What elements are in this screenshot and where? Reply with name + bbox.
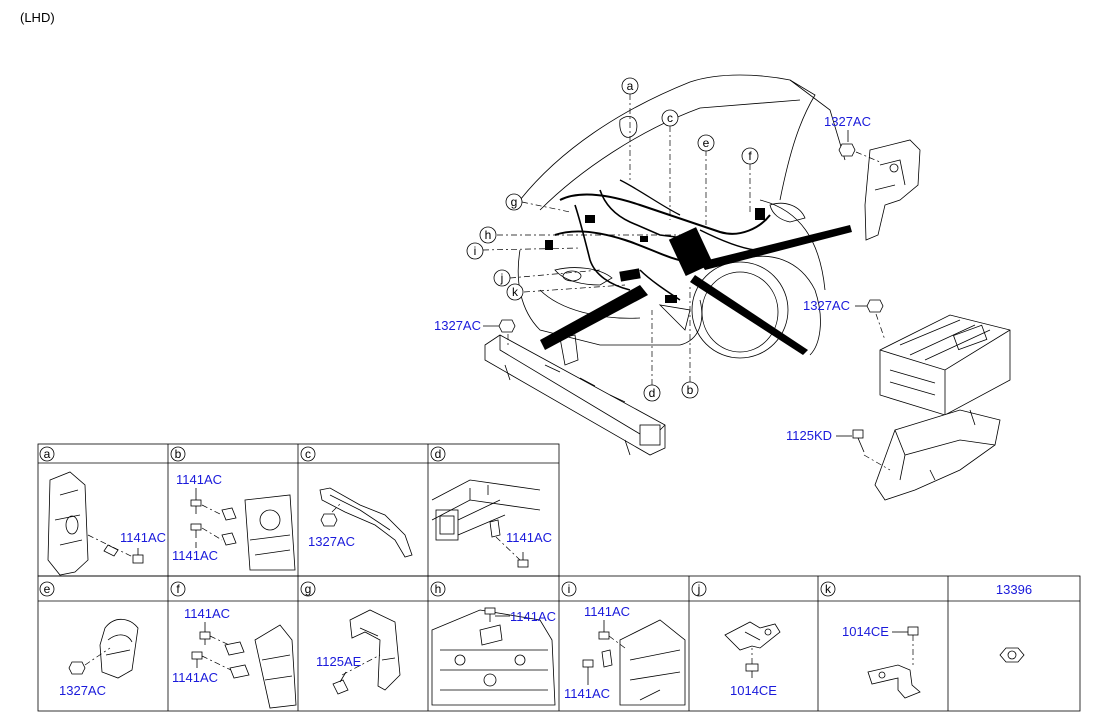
detail-e: 1327AC [59, 618, 139, 698]
detail-g: 1125AE [316, 609, 401, 695]
detail-f: 1141AC 1141AC [172, 606, 297, 709]
detail-h: 1141AC [431, 607, 556, 706]
svg-text:1327AC: 1327AC [803, 298, 850, 313]
svg-text:1327AC: 1327AC [434, 318, 481, 333]
svg-text:1327AC: 1327AC [59, 683, 106, 698]
svg-text:g: g [305, 582, 312, 596]
variant-label: (LHD) [20, 10, 55, 25]
svg-text:k: k [825, 582, 832, 596]
svg-text:k: k [512, 285, 519, 299]
detail-13396 [999, 647, 1025, 663]
svg-text:h: h [485, 228, 492, 242]
detail-j: 1014CE [724, 621, 781, 698]
svg-text:a: a [44, 447, 51, 461]
svg-text:1327AC: 1327AC [824, 114, 871, 129]
detail-k: 1014CE [842, 624, 921, 699]
svg-text:f: f [748, 149, 752, 163]
nut-1327AC-left: 1327AC [434, 318, 516, 345]
callout-circles: a c e f g h i j k d b [466, 77, 759, 402]
nut-1327AC-junction: 1327AC [803, 298, 886, 341]
bolt-1125KD: 1125KD [786, 428, 891, 471]
svg-text:1141AC: 1141AC [510, 609, 556, 624]
callout-leaders [482, 94, 751, 385]
svg-text:e: e [703, 136, 710, 150]
grid-headers-row2: e f g h i j k 13396 [39, 581, 1032, 597]
svg-text:g: g [511, 195, 518, 209]
svg-text:1141AC: 1141AC [120, 530, 166, 545]
svg-text:i: i [474, 244, 477, 258]
svg-text:b: b [687, 383, 694, 397]
svg-text:j: j [697, 582, 701, 596]
top-right-bracket [864, 139, 921, 241]
svg-text:c: c [305, 447, 311, 461]
svg-text:a: a [627, 79, 634, 93]
vehicle-illustration [517, 74, 846, 359]
svg-text:j: j [500, 271, 504, 285]
svg-text:c: c [667, 111, 673, 125]
svg-text:1141AC: 1141AC [564, 686, 610, 701]
front-crossmember [484, 334, 666, 456]
svg-text:e: e [44, 582, 51, 596]
svg-text:1141AC: 1141AC [184, 606, 230, 621]
svg-text:b: b [175, 447, 182, 461]
svg-text:d: d [649, 386, 656, 400]
svg-text:1141AC: 1141AC [172, 670, 218, 685]
lower-tray [874, 409, 1001, 501]
svg-text:1014CE: 1014CE [730, 683, 777, 698]
svg-text:i: i [568, 582, 571, 596]
detail-a: 1141AC [47, 471, 166, 576]
detail-i: 1141AC 1141AC [564, 604, 686, 706]
svg-text:1141AC: 1141AC [172, 548, 218, 563]
svg-text:1125KD: 1125KD [786, 428, 832, 443]
detail-c: 1327AC [308, 487, 413, 558]
svg-text:1141AC: 1141AC [176, 472, 222, 487]
wiring-harness [540, 179, 852, 355]
svg-text:1125AE: 1125AE [316, 654, 362, 669]
part-13396-header: 13396 [996, 582, 1032, 597]
detail-d: 1141AC [431, 479, 552, 568]
svg-text:1141AC: 1141AC [506, 530, 552, 545]
svg-text:1327AC: 1327AC [308, 534, 355, 549]
svg-text:1014CE: 1014CE [842, 624, 889, 639]
svg-text:d: d [435, 447, 442, 461]
grid-headers-row1: a b c d [39, 446, 446, 462]
svg-text:f: f [176, 582, 180, 596]
junction-box [879, 314, 1011, 416]
detail-grid [37, 443, 1081, 712]
nut-1327AC-top-right: 1327AC [824, 114, 881, 163]
svg-text:h: h [435, 582, 442, 596]
svg-text:1141AC: 1141AC [584, 604, 630, 619]
detail-b: 1141AC 1141AC [172, 472, 296, 571]
